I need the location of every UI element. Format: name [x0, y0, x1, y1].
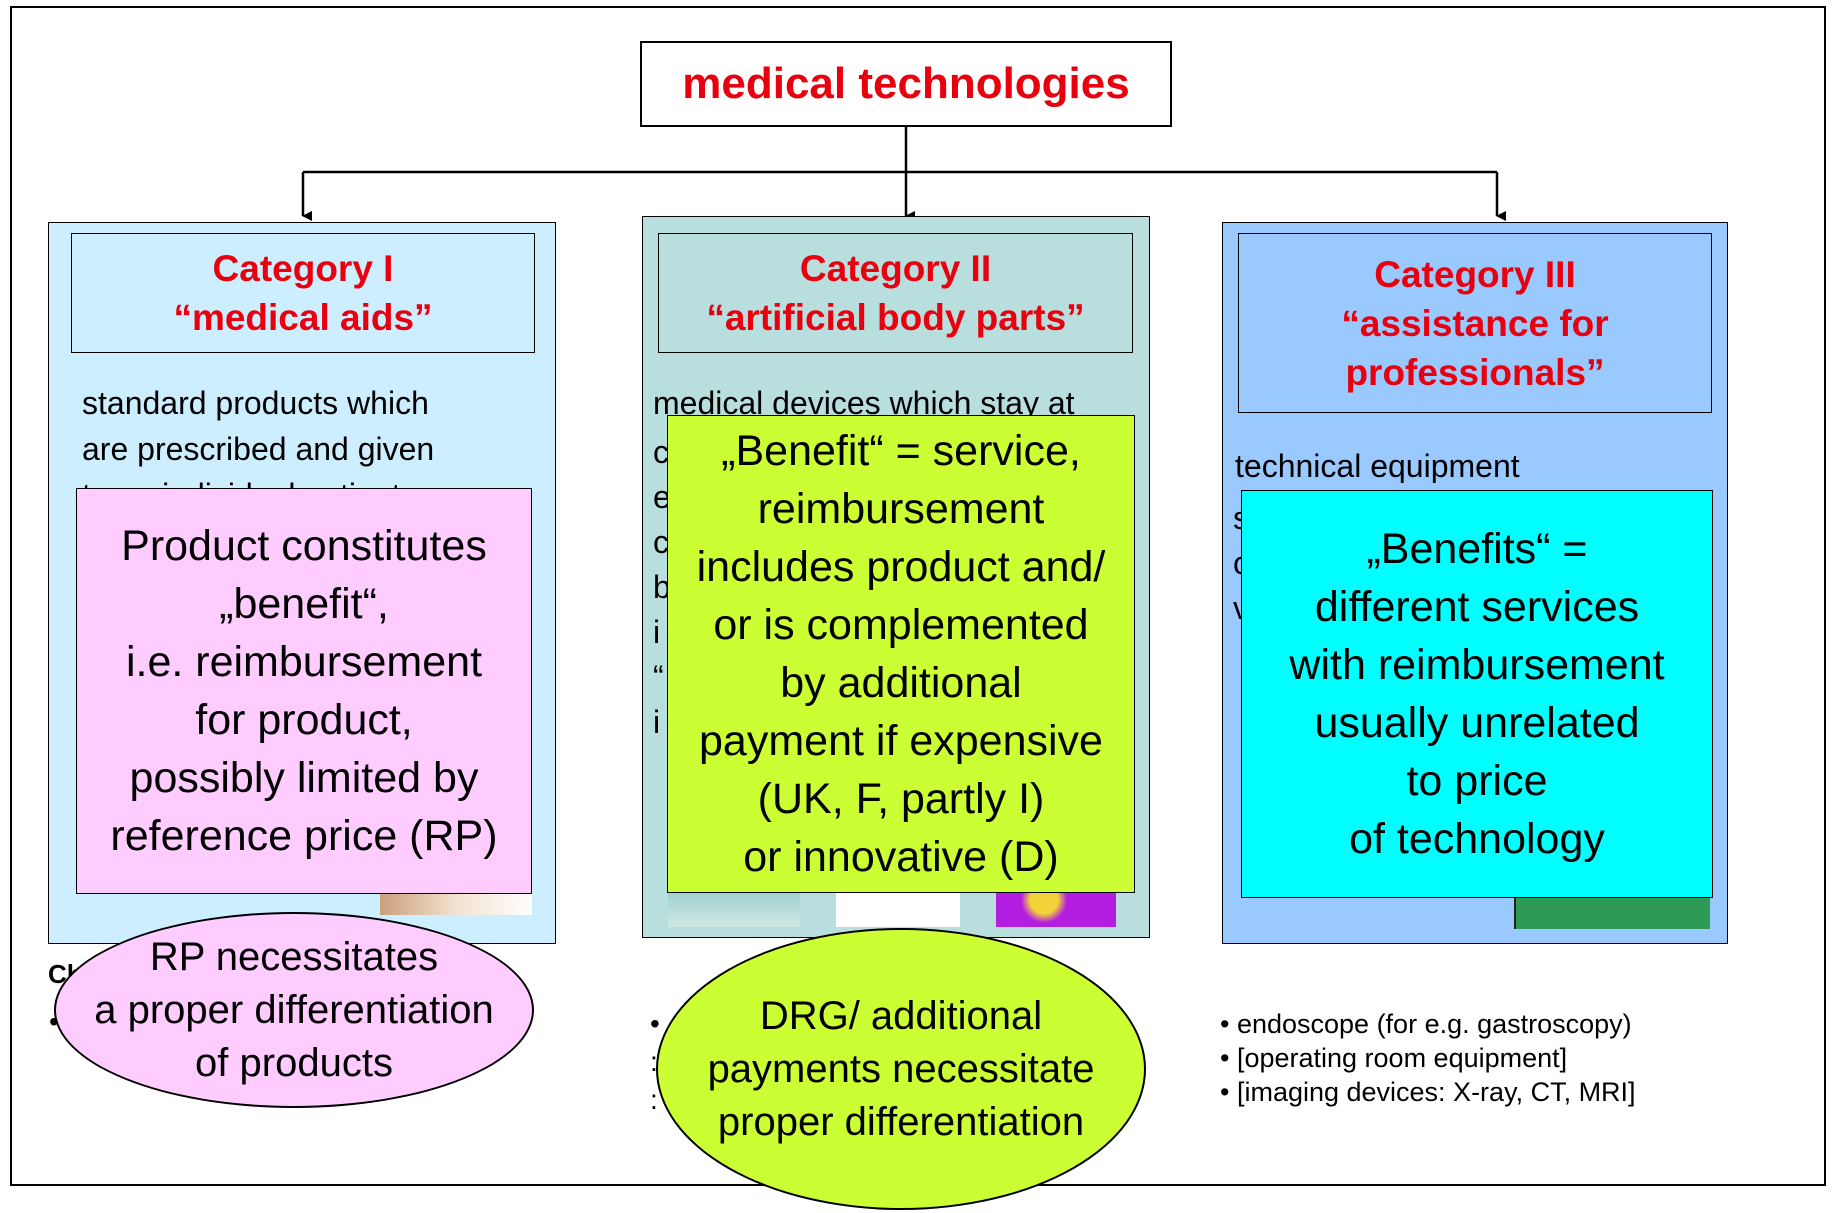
benefit-line: or innovative (D)	[743, 833, 1059, 881]
benefit-line: by additional	[780, 659, 1022, 707]
category-2-subtitle: “artificial body parts”	[706, 297, 1085, 338]
benefit-line: with reimbursement	[1289, 641, 1665, 689]
benefit-line: „Benefits“ =	[1366, 525, 1588, 573]
root-node: medical technologies	[640, 41, 1172, 127]
category-3-description: technical equipment	[1235, 443, 1715, 483]
category-2-title: Category II	[799, 248, 992, 289]
category-2-bullet-fragments: •::	[650, 1008, 660, 1115]
category-1-benefit-box: Product constitutes „benefit“, i.e. reim…	[76, 488, 532, 894]
category-3-examples: • endoscope (for e.g. gastroscopy) • [op…	[1220, 1007, 1636, 1109]
root-title: medical technologies	[682, 59, 1130, 108]
category-3-description-line: technical equipment	[1235, 448, 1520, 483]
category-2-description-line: medical devices which stay at	[653, 385, 1075, 420]
category-2-note-ellipse: DRG/ additional payments necessitate pro…	[656, 928, 1146, 1210]
category-1-subtitle: “medical aids”	[173, 297, 433, 338]
category-3-header: Category III “assistance for professiona…	[1238, 233, 1712, 413]
benefit-line: (UK, F, partly I)	[757, 775, 1045, 823]
example-item: • [operating room equipment]	[1220, 1043, 1568, 1073]
category-3-subtitle: “assistance for professionals”	[1341, 302, 1609, 393]
category-3-benefit-box: „Benefits“ = different services with rei…	[1241, 490, 1713, 898]
note-line: a proper differentiation	[94, 987, 494, 1032]
benefit-line: payment if expensive	[699, 717, 1103, 765]
benefit-line: reimbursement	[757, 485, 1045, 533]
category-1-image-fragment	[380, 893, 532, 915]
category-2-description: medical devices which stay at	[653, 380, 1148, 420]
category-3-image-fragment	[1514, 893, 1710, 929]
example-item: • [imaging devices: X-ray, CT, MRI]	[1220, 1077, 1636, 1107]
category-2-image-fragment-1	[668, 893, 800, 927]
category-1-description: standard products which are prescribed a…	[82, 380, 522, 492]
benefit-line: to price	[1406, 757, 1548, 805]
category-1-title: Category I	[212, 248, 394, 289]
benefit-line: „benefit“,	[219, 580, 389, 628]
category-2-benefit-box: „Benefit“ = service, reimbursement inclu…	[667, 415, 1135, 893]
note-line: proper differentiation	[717, 1099, 1085, 1144]
category-2-image-fragment-2	[836, 893, 960, 927]
example-item: • endoscope (for e.g. gastroscopy)	[1220, 1009, 1632, 1039]
category-3-title: Category III	[1374, 253, 1576, 295]
benefit-line: possibly limited by	[129, 754, 479, 802]
benefit-line: for product,	[195, 696, 413, 744]
benefit-line: Product constitutes	[121, 522, 487, 570]
benefit-line: reference price (RP)	[110, 812, 498, 860]
note-line: DRG/ additional	[759, 993, 1043, 1038]
note-line: payments necessitate	[707, 1046, 1095, 1091]
category-1-description-line: are prescribed and given	[82, 431, 435, 467]
benefit-line: of technology	[1349, 815, 1605, 863]
category-2-header: Category II “artificial body parts”	[658, 233, 1133, 353]
benefit-line: usually unrelated	[1314, 699, 1640, 747]
category-2-image-fragment-3	[996, 893, 1116, 927]
note-line: RP necessitates	[149, 934, 439, 979]
note-line: of products	[195, 1040, 393, 1085]
category-1-description-line: standard products which	[82, 385, 429, 421]
category-1-note-ellipse: RP necessitates a proper differentiation…	[54, 912, 534, 1108]
benefit-line: i.e. reimbursement	[125, 638, 483, 686]
benefit-line: different services	[1314, 583, 1640, 631]
benefit-line: „Benefit“ = service,	[721, 427, 1081, 475]
benefit-line: includes product and/	[696, 543, 1106, 591]
category-1-bullet-fragment: •	[49, 1006, 59, 1037]
category-1-header: Category I “medical aids”	[71, 233, 535, 353]
benefit-line: or is complemented	[713, 601, 1089, 649]
